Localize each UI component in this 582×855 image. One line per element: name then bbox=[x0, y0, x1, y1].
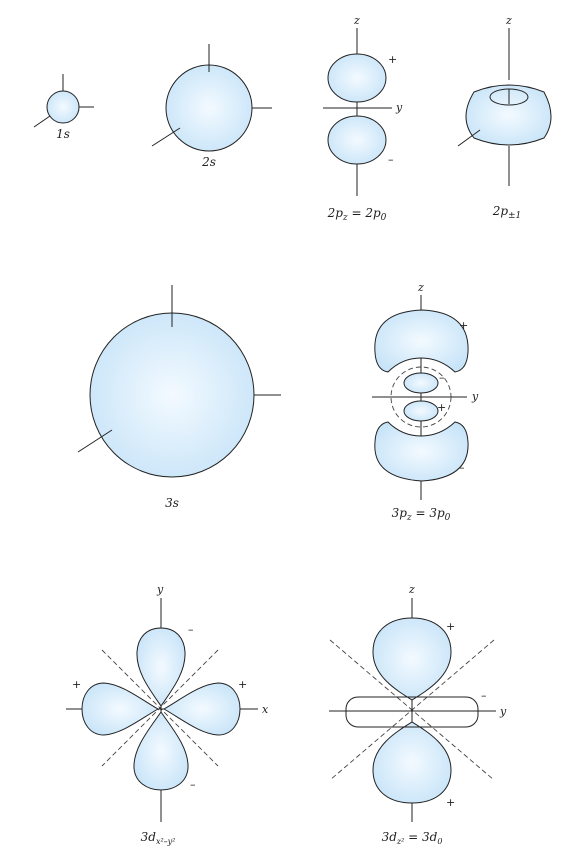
orbital-3pz: z y + – + – 3pz = 3p0 bbox=[372, 281, 479, 523]
orbital-1s-sphere bbox=[46, 90, 80, 124]
torus-ring bbox=[345, 696, 479, 728]
inner-lobe-lower bbox=[403, 400, 439, 422]
axis-y-label: y bbox=[471, 390, 479, 403]
axis-z-label: z bbox=[353, 14, 360, 27]
outer-lobe-lower bbox=[374, 421, 469, 482]
orbital-3dz2-label: 3dz² = 3d0 bbox=[382, 830, 443, 846]
radial-node bbox=[390, 366, 452, 428]
nodal-plane-2 bbox=[101, 649, 219, 767]
axis-z-label: z bbox=[408, 583, 415, 596]
orbital-2s-sphere bbox=[165, 64, 253, 152]
sign-outer-lower: – bbox=[459, 461, 465, 474]
orbital-2s: 2s bbox=[151, 44, 272, 169]
orbital-3d-x2-y2: y x – + + – 3dx²–y² bbox=[66, 583, 269, 846]
sign-outer-upper: + bbox=[459, 319, 468, 332]
axis-x bbox=[77, 429, 113, 453]
orbital-2p-pm1-label: 2p±1 bbox=[492, 204, 522, 221]
orbital-3s-label: 3s bbox=[165, 496, 179, 510]
lobe-lower bbox=[327, 115, 387, 165]
axis-x bbox=[33, 115, 51, 128]
torus-body bbox=[465, 84, 552, 146]
sign-lower: – bbox=[388, 153, 394, 166]
orbital-1s-label: 1s bbox=[56, 127, 70, 141]
orbital-3d-x2-y2-label: 3dx²–y² bbox=[141, 830, 176, 846]
orbital-3dz2: z y + – + 3dz² = 3d0 bbox=[329, 583, 507, 846]
sign-right: + bbox=[238, 678, 247, 691]
lobe-left bbox=[81, 682, 160, 736]
axis-x-label: x bbox=[262, 703, 269, 716]
orbital-2pz-label: 2pz = 2p0 bbox=[327, 206, 387, 223]
sign-inner-upper: – bbox=[439, 371, 445, 384]
axis-x bbox=[457, 129, 481, 147]
axis-z-label: z bbox=[417, 281, 424, 294]
orbital-2s-label: 2s bbox=[201, 155, 216, 169]
orbital-2p-pm1: z 2p±1 bbox=[457, 14, 552, 221]
sign-left: + bbox=[72, 678, 81, 691]
sign-ring: – bbox=[481, 689, 487, 702]
axis-y-label: y bbox=[499, 705, 507, 718]
sign-top: – bbox=[188, 623, 194, 636]
orbital-3s: 3s bbox=[77, 285, 281, 510]
lobe-upper bbox=[327, 53, 387, 103]
sign-bottom: – bbox=[190, 778, 196, 791]
orbital-1s: 1s bbox=[33, 74, 94, 141]
outer-lobe-upper bbox=[374, 309, 469, 373]
orbital-3s-sphere bbox=[89, 312, 255, 478]
lobe-bottom bbox=[133, 711, 189, 791]
lobe-top bbox=[372, 617, 452, 701]
lobe-top bbox=[136, 627, 186, 707]
lobe-right bbox=[162, 682, 241, 736]
sign-upper: + bbox=[388, 53, 397, 66]
orbital-2pz: z y + – 2pz = 2p0 bbox=[323, 14, 403, 223]
axis-y-label: y bbox=[156, 583, 164, 596]
orbital-3pz-label: 3pz = 3p0 bbox=[392, 506, 451, 523]
axis-z-label: z bbox=[505, 14, 512, 27]
lobe-bottom bbox=[372, 721, 452, 804]
inner-lobe-upper bbox=[403, 372, 439, 394]
axis-x bbox=[151, 127, 181, 147]
axis-y-label: y bbox=[395, 101, 403, 114]
sign-top: + bbox=[446, 620, 455, 633]
sign-bottom: + bbox=[446, 796, 455, 809]
sign-inner-lower: + bbox=[437, 401, 446, 414]
